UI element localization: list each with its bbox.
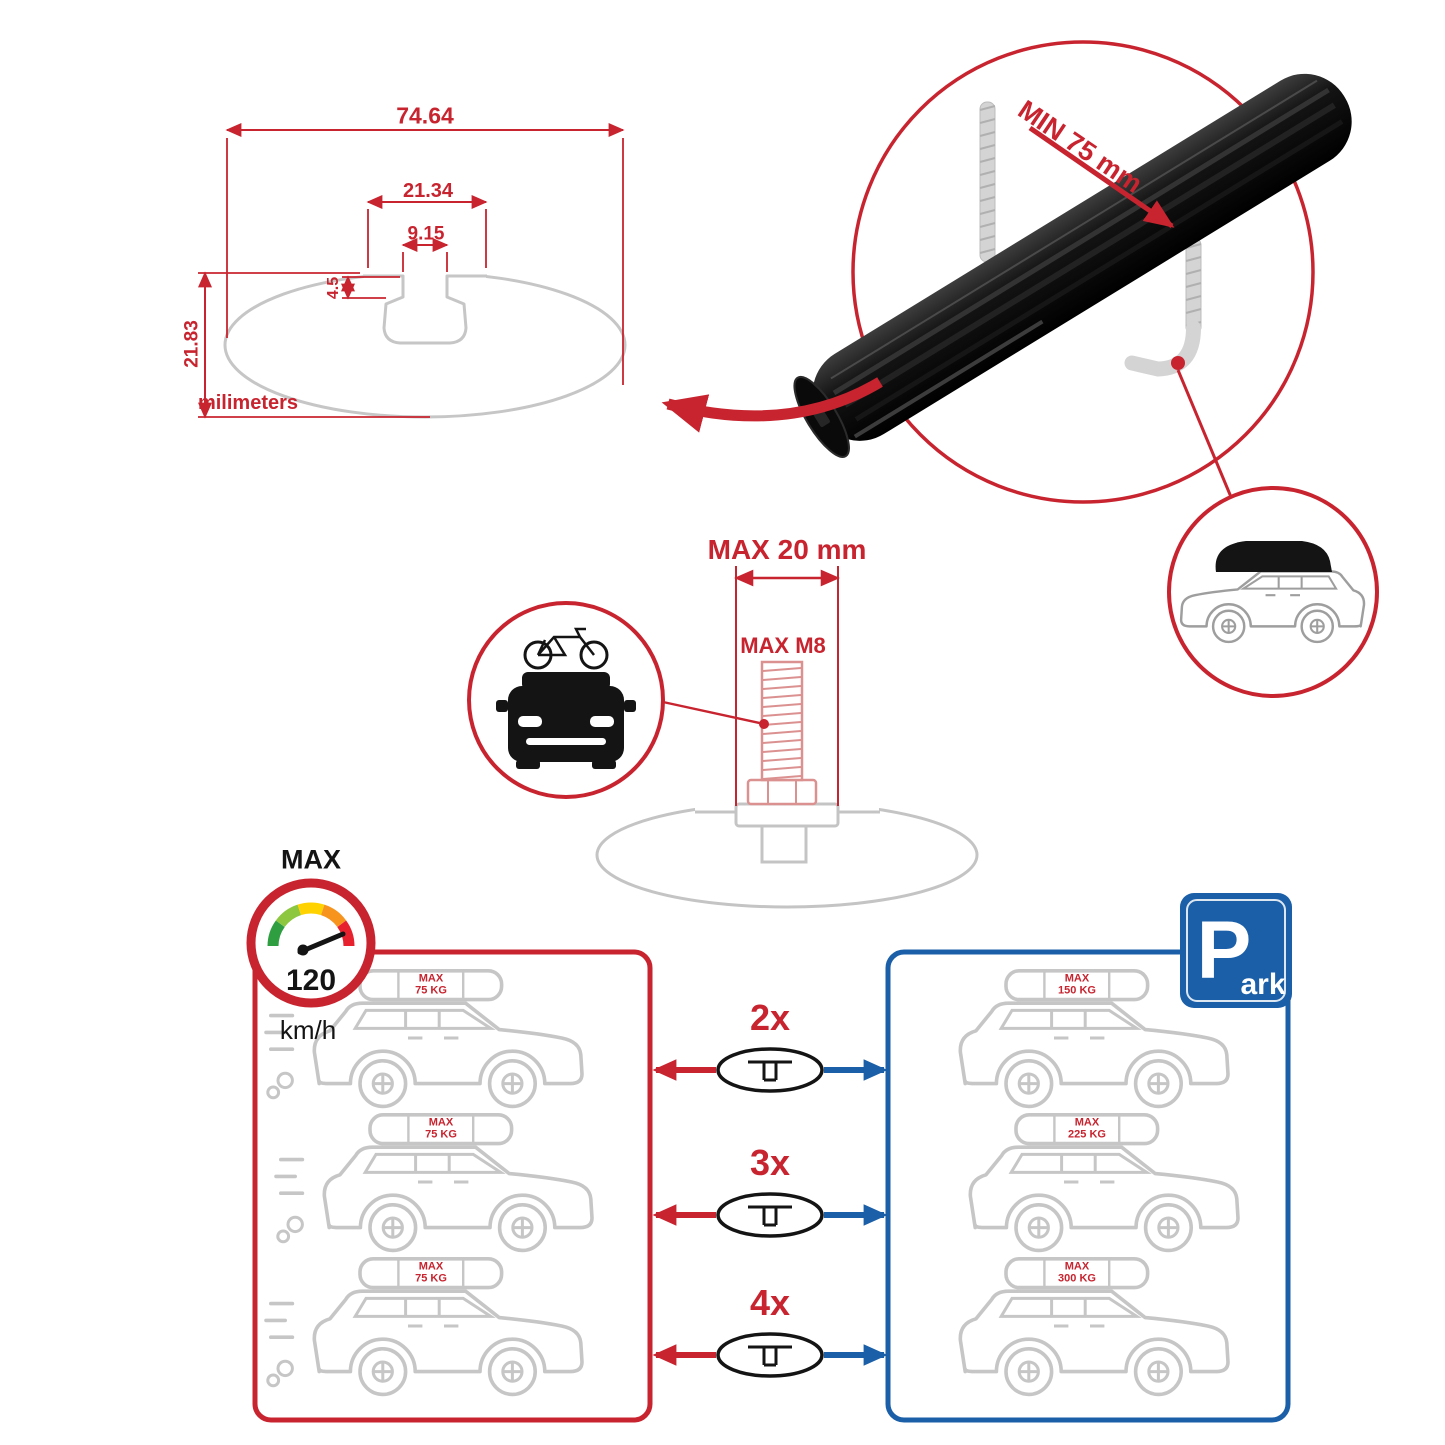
- bolt-threads: [762, 667, 802, 780]
- quantity-3x-label: 3x: [749, 1142, 791, 1183]
- thread-size-label: MAX M8: [740, 633, 826, 658]
- units-label: milimeters: [197, 392, 299, 414]
- dim-channel-opening: [401, 238, 449, 272]
- zoom-arrow: [661, 377, 883, 433]
- quantity-row-3x: [652, 1192, 888, 1238]
- cargo-max-text: MAX: [418, 972, 444, 985]
- gauge-red: [337, 920, 355, 947]
- cargo-weight-label: MAX 300 KG: [1058, 1261, 1096, 1286]
- gauge-green: [267, 920, 285, 947]
- dim-total-width-label: 74.64: [396, 102, 454, 129]
- cargo-weight-text: 300 KG: [1058, 1273, 1096, 1285]
- dim-total-height: [198, 271, 430, 419]
- quantity-row-4x: [652, 1332, 888, 1378]
- quantity-2x-label: 2x: [749, 997, 791, 1038]
- speedometer-ring: [246, 878, 376, 1008]
- crossbar-closeup: [661, 40, 1352, 504]
- cargo-weight-text: 75 KG: [415, 985, 447, 997]
- car-roof: [522, 672, 610, 690]
- cargo-weight-text: 75 KG: [425, 1129, 457, 1141]
- cargo-max-text: MAX: [1064, 1260, 1090, 1273]
- park-sign-initial: P: [1196, 905, 1252, 996]
- cargo-max-text: MAX: [418, 1260, 444, 1273]
- quantity-4x-label: 4x: [749, 1282, 791, 1323]
- dim-lip-depth-label: 4.5: [325, 276, 342, 300]
- dim-channel-opening-label: 9.15: [407, 223, 445, 245]
- bolt-head: [746, 778, 818, 806]
- cargo-weight-label: MAX 75 KG: [425, 1117, 457, 1142]
- gauge-yellow: [297, 902, 325, 916]
- headlight: [590, 716, 614, 727]
- speed-units: km/h: [279, 1015, 337, 1045]
- t-nut-flange: [734, 802, 840, 828]
- bar-section-icon: [716, 1047, 824, 1093]
- dim-lip-depth: [341, 275, 400, 300]
- quantity-row-2x: [652, 1047, 888, 1093]
- cargo-weight-text: 225 KG: [1068, 1129, 1106, 1141]
- leader-to-bolt: [662, 700, 765, 726]
- thread-ticks: [1185, 243, 1202, 327]
- headlight: [518, 716, 542, 727]
- cargo-max-text: MAX: [1064, 972, 1090, 985]
- cross-section-diagram: [198, 123, 627, 419]
- cargo-weight-label: MAX 150 KG: [1058, 973, 1096, 998]
- grille: [526, 738, 606, 745]
- speedometer: [246, 878, 376, 1008]
- gauge-hub: [297, 944, 309, 956]
- bolt-diagram: [595, 566, 979, 909]
- cargo-max-text: MAX: [428, 1116, 454, 1129]
- bike-wheel: [579, 640, 609, 670]
- roof-box: [1215, 541, 1332, 572]
- thread-ticks: [979, 105, 996, 254]
- bar-section-icon: [716, 1192, 824, 1238]
- speed-value: 120: [285, 964, 337, 997]
- suv-roofbox-badge: [1167, 486, 1379, 698]
- cargo-weight-label: MAX 225 KG: [1068, 1117, 1106, 1142]
- dim-channel-outer: [366, 195, 488, 268]
- cargo-weight-text: 75 KG: [415, 1273, 447, 1285]
- quantity-rows: [652, 1047, 888, 1378]
- cargo-weight-label: MAX 75 KG: [415, 973, 447, 998]
- t-slot-profile: [363, 274, 487, 345]
- cargo-weight-text: 150 KG: [1058, 985, 1096, 997]
- gauge-yellowgreen: [275, 904, 302, 928]
- speed-max-label: MAX: [281, 844, 341, 875]
- dim-total-height-label: 21.83: [181, 320, 203, 368]
- park-sign: [1180, 893, 1292, 1008]
- cargo-max-text: MAX: [1074, 1116, 1100, 1129]
- dim-flange-width: [734, 566, 840, 806]
- cargo-weight-label: MAX 75 KG: [415, 1261, 447, 1286]
- parked-cars: [960, 971, 1238, 1395]
- t-nut-stem: [760, 824, 808, 864]
- leader-to-suv: [1176, 369, 1233, 498]
- dim-total-width: [225, 123, 625, 385]
- flange-width-label: MAX 20 mm: [707, 534, 867, 565]
- bar-section-icon: [716, 1332, 824, 1378]
- leader-dot: [759, 719, 769, 729]
- crossbar: [793, 73, 1352, 458]
- gauge-orange: [320, 904, 347, 928]
- bike-rack-badge: [467, 601, 665, 799]
- min-clearance-arrow: [1028, 125, 1175, 229]
- bike-frame: [536, 627, 595, 657]
- park-sign-suffix: ark: [1240, 968, 1286, 1001]
- dim-channel-outer-label: 21.34: [402, 180, 454, 202]
- clamp-point-dot: [1171, 356, 1185, 370]
